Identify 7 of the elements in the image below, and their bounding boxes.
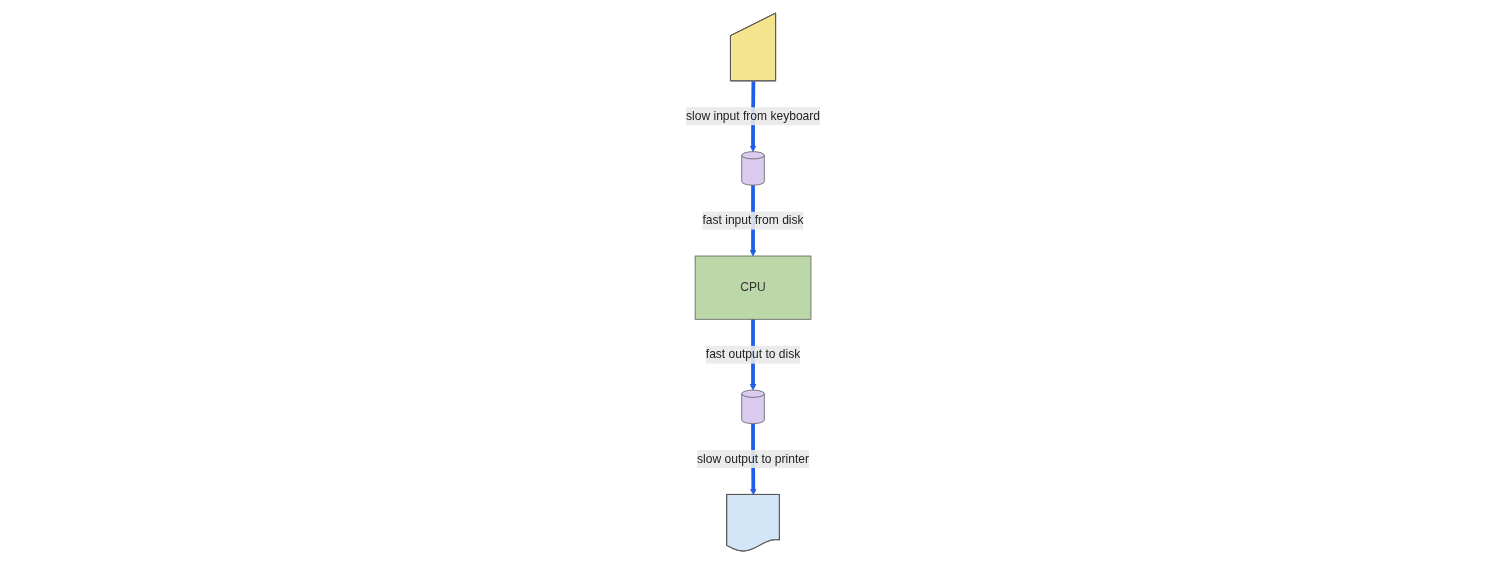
- node-cylinder: [741, 389, 766, 424]
- edge-label: slow input from keyboard: [686, 109, 821, 123]
- edge-label: fast input from disk: [702, 213, 805, 227]
- node-box: CPU: [695, 255, 812, 320]
- edge-label: fast output to disk: [706, 347, 801, 361]
- node-cylinder: [741, 151, 766, 186]
- edge-label: slow output to printer: [697, 452, 810, 466]
